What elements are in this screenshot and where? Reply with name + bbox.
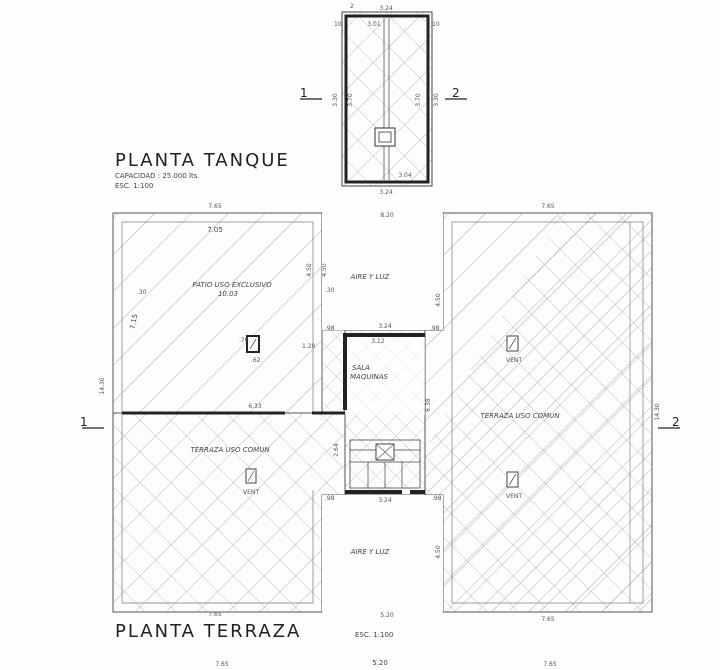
dim-70: .70: [239, 337, 249, 344]
machine-room-label: MAQUINAS: [350, 373, 389, 381]
terrace-right-label: TERRAZA USO COMUN: [480, 412, 560, 420]
tank-dim-left: 3.30: [332, 93, 339, 107]
dim-top-left: 7.65: [208, 203, 222, 210]
tank-dim-right: 3.30: [433, 93, 440, 107]
dim-98: .98: [430, 325, 440, 332]
tank-dim-bottom: 3.24: [379, 189, 393, 196]
tank-scale: ESC. 1:100: [115, 182, 153, 190]
dim-450: 4.50: [321, 263, 328, 277]
dim-machine-top: 3.24: [378, 323, 392, 330]
tank-dim-small: 10: [334, 21, 342, 28]
tank-dim-inner-bottom: 3.04: [398, 172, 412, 179]
dim-450: 4.50: [435, 293, 442, 307]
tank-dim-small: 10: [432, 21, 440, 28]
tank-title: PLANTA TANQUE: [115, 150, 290, 171]
dim-next-right: 7.65: [543, 661, 557, 668]
dim-machine-side-b: 2.64: [333, 443, 340, 457]
section-marker-1: 1: [80, 415, 88, 429]
dim-62: .62: [251, 357, 261, 364]
dim-next-left: 7.65: [215, 661, 229, 668]
air-light-label: AIRE Y LUZ: [350, 548, 390, 556]
vent-icon: [506, 471, 519, 488]
terrace-title: PLANTA TERRAZA: [115, 621, 301, 642]
dim-total-left: 14.30: [99, 377, 106, 394]
terrace-left-label: TERRAZA USO COMUN: [190, 446, 270, 454]
terrace-left-area: [112, 412, 346, 613]
section-marker-2: 2: [452, 86, 460, 100]
dim-machine-inner: 3.12: [371, 338, 385, 345]
tank-dim-inner-top: 3.01: [367, 21, 381, 28]
dim-bottom-center: 5.20: [380, 612, 394, 619]
tank-capacity: CAPACIDAD : 25.000 lts.: [115, 172, 200, 180]
dim-machine-side: 6.38: [425, 398, 432, 412]
dim-inner-top-left: 7.05: [207, 226, 223, 234]
dim-450: 4.50: [435, 545, 442, 559]
vent-icon: [245, 468, 257, 484]
machine-room-label: SALA: [352, 364, 370, 372]
terrace-plan: 7.65 7.05 8.20 7.65 PATIO USO EXCLUSIVO …: [80, 203, 680, 642]
tank-dim-left-inner: 3.70: [347, 93, 354, 107]
dim-bottom-right: 7.65: [541, 616, 555, 623]
next-plan-dimensions: 7.65 5.20 7.65: [215, 659, 557, 668]
dim-450: 4.50: [306, 263, 313, 277]
dim-30: .30: [325, 287, 335, 294]
dim-top-center: 8.20: [380, 212, 394, 219]
section-marker-1: 1: [300, 86, 308, 100]
dim-total-right: 14.30: [654, 403, 661, 420]
dim-top-right: 7.65: [541, 203, 555, 210]
terrace-scale: ESC. 1:100: [355, 631, 393, 639]
tank-plan: 3.24 3.01 3.04 3.24 3.30 3.70 3.30 3.70 …: [115, 3, 467, 196]
air-light-label: AIRE Y LUZ: [350, 273, 390, 281]
dim-98: .98: [325, 325, 335, 332]
tank-hatch: [374, 127, 396, 147]
vent-label: VENT: [506, 357, 522, 364]
stairs: [349, 439, 421, 489]
dim-633: 6.33: [248, 403, 262, 410]
dim-next-center: 5.20: [372, 659, 388, 667]
dim-left-height: 7.15: [129, 313, 140, 330]
tank-dim-small: 2: [350, 3, 354, 10]
vent-label: VENT: [506, 493, 522, 500]
dim-120: 1.20: [302, 343, 316, 350]
patio-label: PATIO USO EXCLUSIVO: [192, 281, 272, 289]
tank-dim-top: 3.24: [379, 5, 393, 12]
tank-dim-right-inner: 3.70: [415, 93, 422, 107]
vent-icon: [246, 335, 260, 353]
section-marker-2: 2: [672, 415, 680, 429]
dim-bottom-left: 7.65: [208, 611, 222, 618]
dim-machine-bottom: 3.24: [378, 497, 392, 504]
dim-98: .98: [432, 495, 442, 502]
dim-98: .98: [325, 495, 335, 502]
patio-area-value: 10.03: [218, 290, 238, 298]
vent-icon: [506, 335, 519, 352]
patio-area: [112, 212, 323, 414]
vent-label: VENT: [243, 489, 259, 496]
dim-30: .30: [137, 289, 147, 296]
